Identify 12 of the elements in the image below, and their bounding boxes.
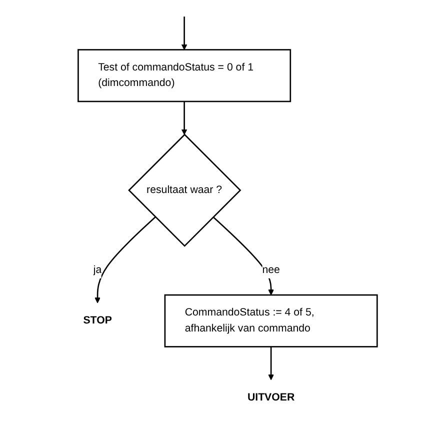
arrow [181,16,187,50]
edge-label: ja [93,264,102,276]
arrow [268,346,274,380]
node-text: STOP [82,314,112,326]
arrow [181,101,187,135]
arrow [212,216,274,296]
arrow [94,216,156,304]
node-box: Test of commandoStatus = 0 of 1 (dimcommando) [77,49,291,102]
node-box: CommandoStatus := 4 of 5, afhankelijk van commando [164,294,378,348]
node-diamond: resultaat waar ? [128,134,241,247]
edge-label: nee [262,264,280,276]
node-text: UITVOER [247,392,294,404]
